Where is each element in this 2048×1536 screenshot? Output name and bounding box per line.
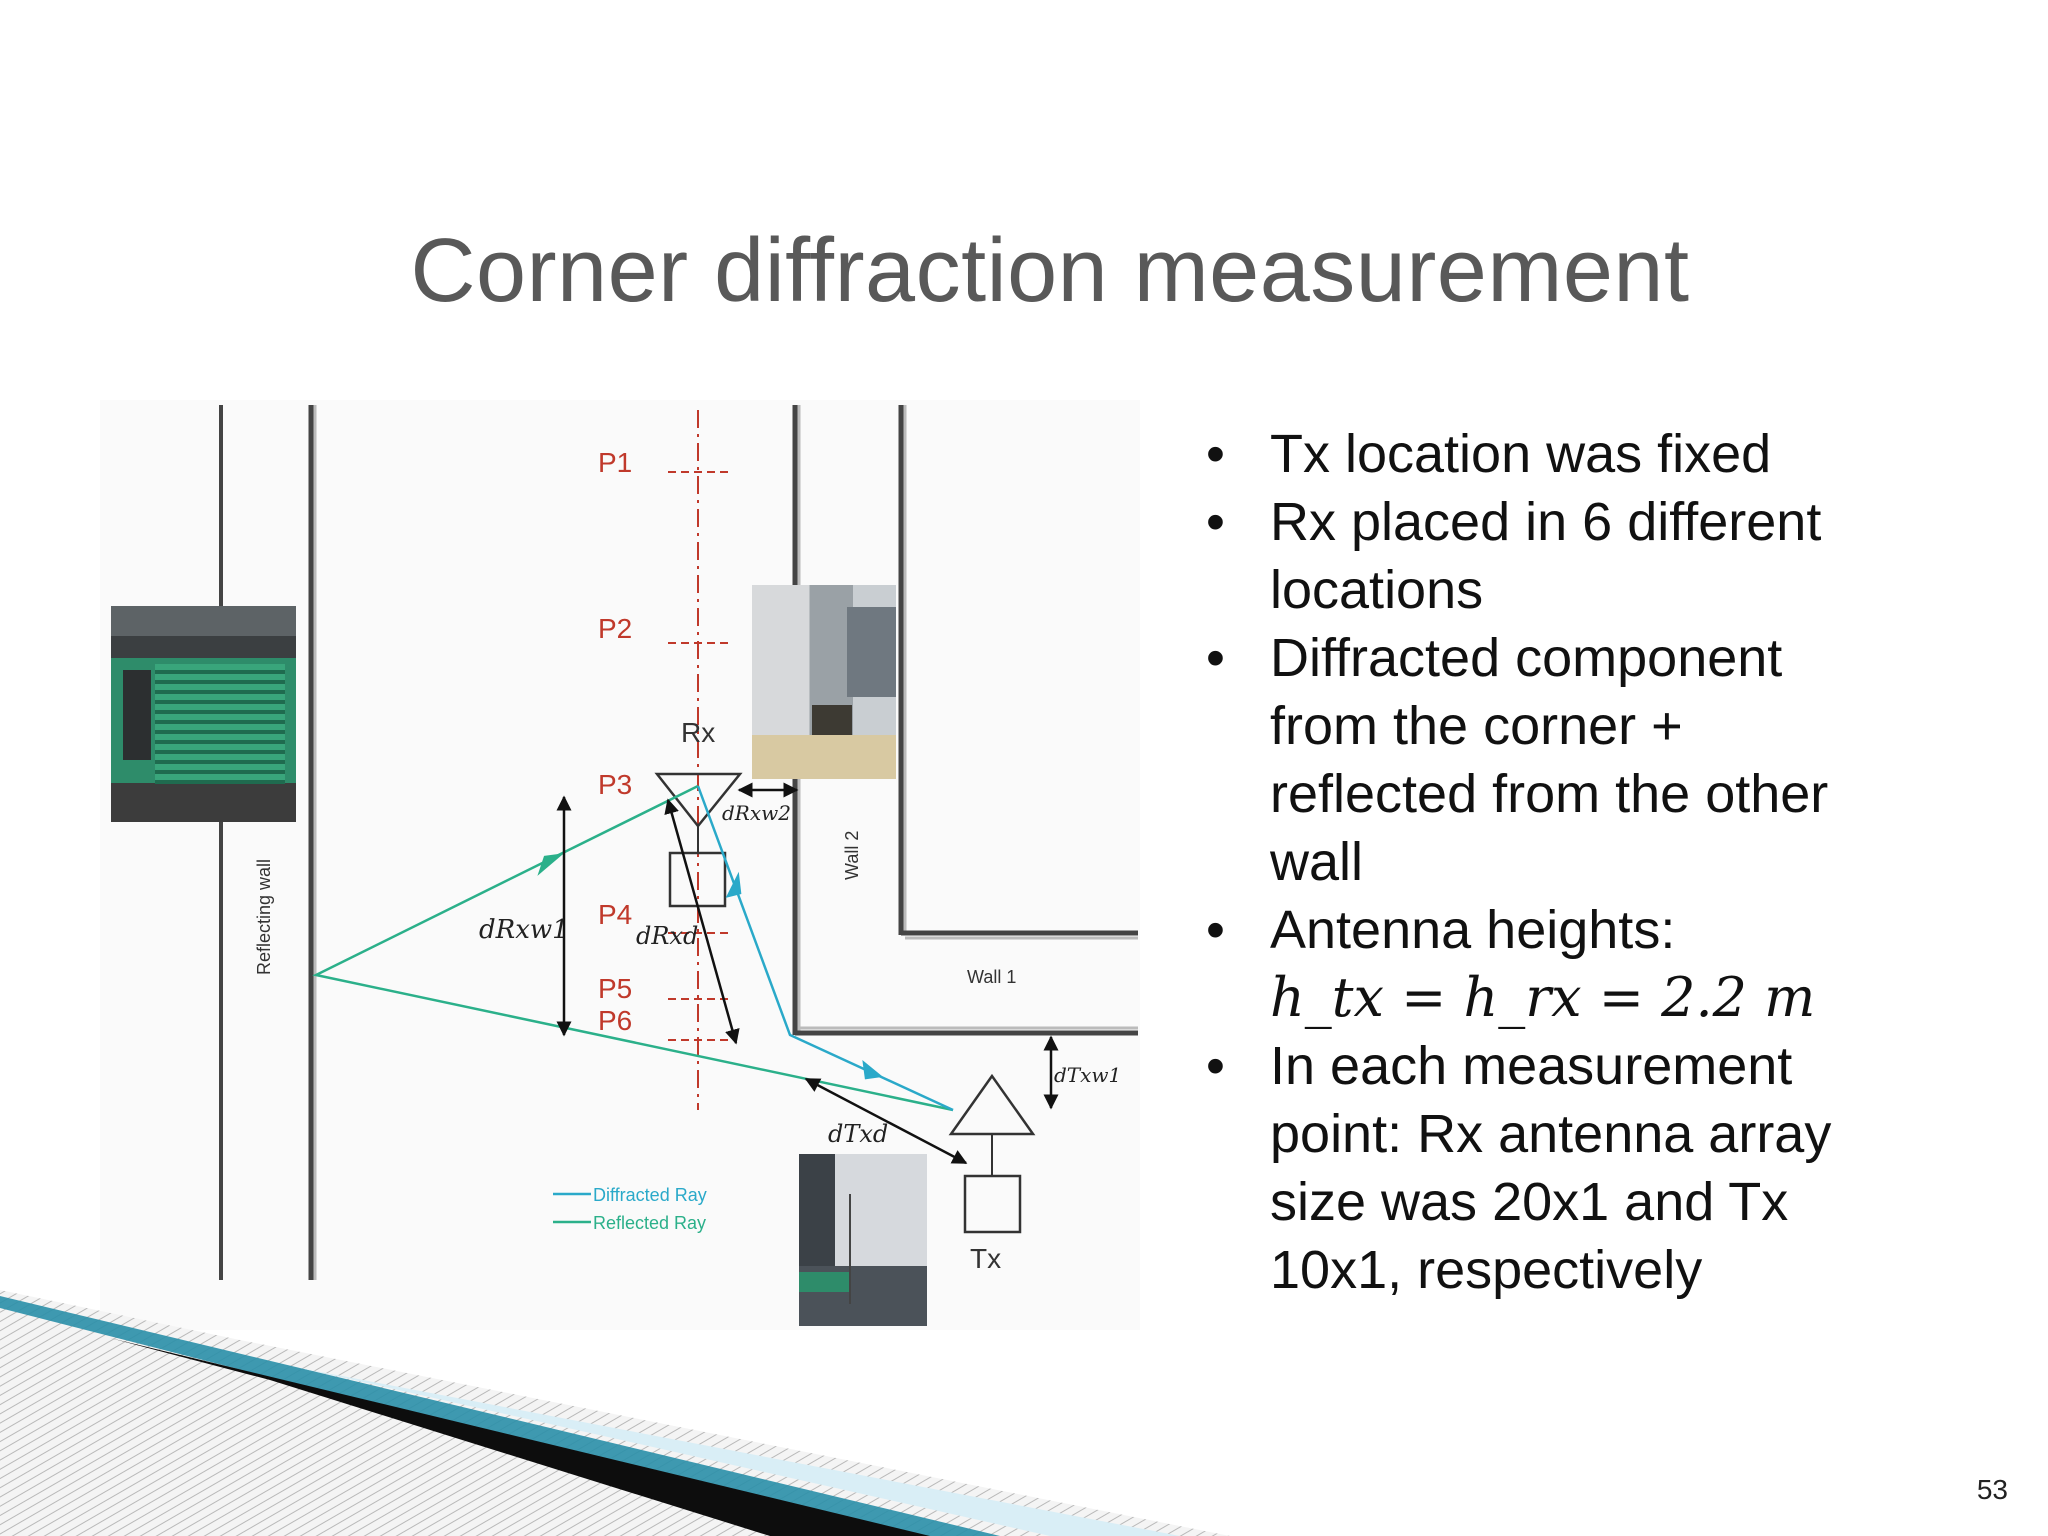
legend: Diffracted Ray Reflected Ray (553, 1185, 707, 1233)
d-rxd-label: dRxd (636, 922, 698, 950)
photo-reflecting-wall (111, 606, 296, 822)
bullet-line: locations (1270, 560, 1484, 620)
legend-reflected: Reflected Ray (593, 1213, 706, 1233)
photo-rx-site (752, 585, 896, 779)
point-labels: P1 P2 P3 P4 P5 P6 (598, 447, 632, 1036)
point-label-p2: P2 (598, 613, 632, 644)
bullet-line: reflected from the other (1270, 764, 1829, 824)
bullet-line: wall (1270, 832, 1364, 892)
d-txw1-label: dTxw1 (1054, 1063, 1121, 1087)
bullet-item: • Antenna heights: h_tx = h_rx = 2.2 m (1198, 896, 1998, 1032)
point-label-p6: P6 (598, 1005, 632, 1036)
legend-diffracted: Diffracted Ray (593, 1185, 707, 1205)
bullet-line: 10x1, respectively (1270, 1240, 1703, 1300)
page-number: 53 (1976, 1474, 2008, 1505)
distance-labels: dRxw1 dRxw2 dRxd dTxw1 dTxd (479, 801, 1121, 1148)
d-txd-label: dTxd (828, 1120, 888, 1148)
bullet-dot: • (1206, 1036, 1225, 1096)
wall-1 (795, 930, 1138, 1036)
bullet-line: In each measurement (1270, 1036, 1793, 1096)
distance-arrows (556, 782, 1059, 1165)
bullet-list: • Tx location was fixed • Rx placed in 6… (1198, 420, 1998, 1304)
point-label-p4: P4 (598, 899, 632, 930)
d-rxw2-label: dRxw2 (722, 801, 791, 825)
bullet-item: • Tx location was fixed (1198, 420, 1998, 488)
tx-label: Tx (970, 1243, 1001, 1274)
bullet-line: size was 20x1 and Tx (1270, 1172, 1789, 1232)
wall-2-label: Wall 2 (842, 831, 862, 880)
bullet-dot: • (1206, 628, 1225, 688)
reflecting-wall-label: Reflecting wall (254, 859, 274, 975)
point-label-p3: P3 (598, 769, 632, 800)
bullet-line: Tx location was fixed (1270, 424, 1772, 484)
antenna-height-formula: h_tx = h_rx = 2.2 m (1270, 966, 1816, 1029)
d-rxw1-label: dRxw1 (479, 915, 569, 945)
bullet-line: Rx placed in 6 different (1270, 492, 1822, 552)
bullet-line: Diffracted component (1270, 628, 1783, 688)
wall-1-label: Wall 1 (967, 967, 1016, 987)
tx-antenna (948, 1073, 1036, 1234)
bullet-dot: • (1206, 424, 1225, 484)
bullet-dot: • (1206, 900, 1225, 960)
slide-title: Corner diffraction measurement (410, 221, 1690, 321)
footer-decoration (0, 1290, 1230, 1536)
bullet-item: • Diffracted component from the corner +… (1198, 624, 1998, 896)
bullet-line: Antenna heights: (1270, 900, 1676, 960)
point-label-p1: P1 (598, 447, 632, 478)
bullet-line: point: Rx antenna array (1270, 1104, 1832, 1164)
point-label-p5: P5 (598, 973, 632, 1004)
reflecting-wall (219, 405, 317, 1280)
bullet-dot: • (1206, 492, 1225, 552)
bullet-item: • In each measurement point: Rx antenna … (1198, 1032, 1998, 1304)
bullet-item: • Rx placed in 6 different locations (1198, 488, 1998, 624)
rx-label: Rx (681, 717, 715, 748)
diffracted-ray (696, 785, 954, 1112)
photo-tx-site (799, 1154, 927, 1326)
bullet-line: from the corner + (1270, 696, 1683, 756)
